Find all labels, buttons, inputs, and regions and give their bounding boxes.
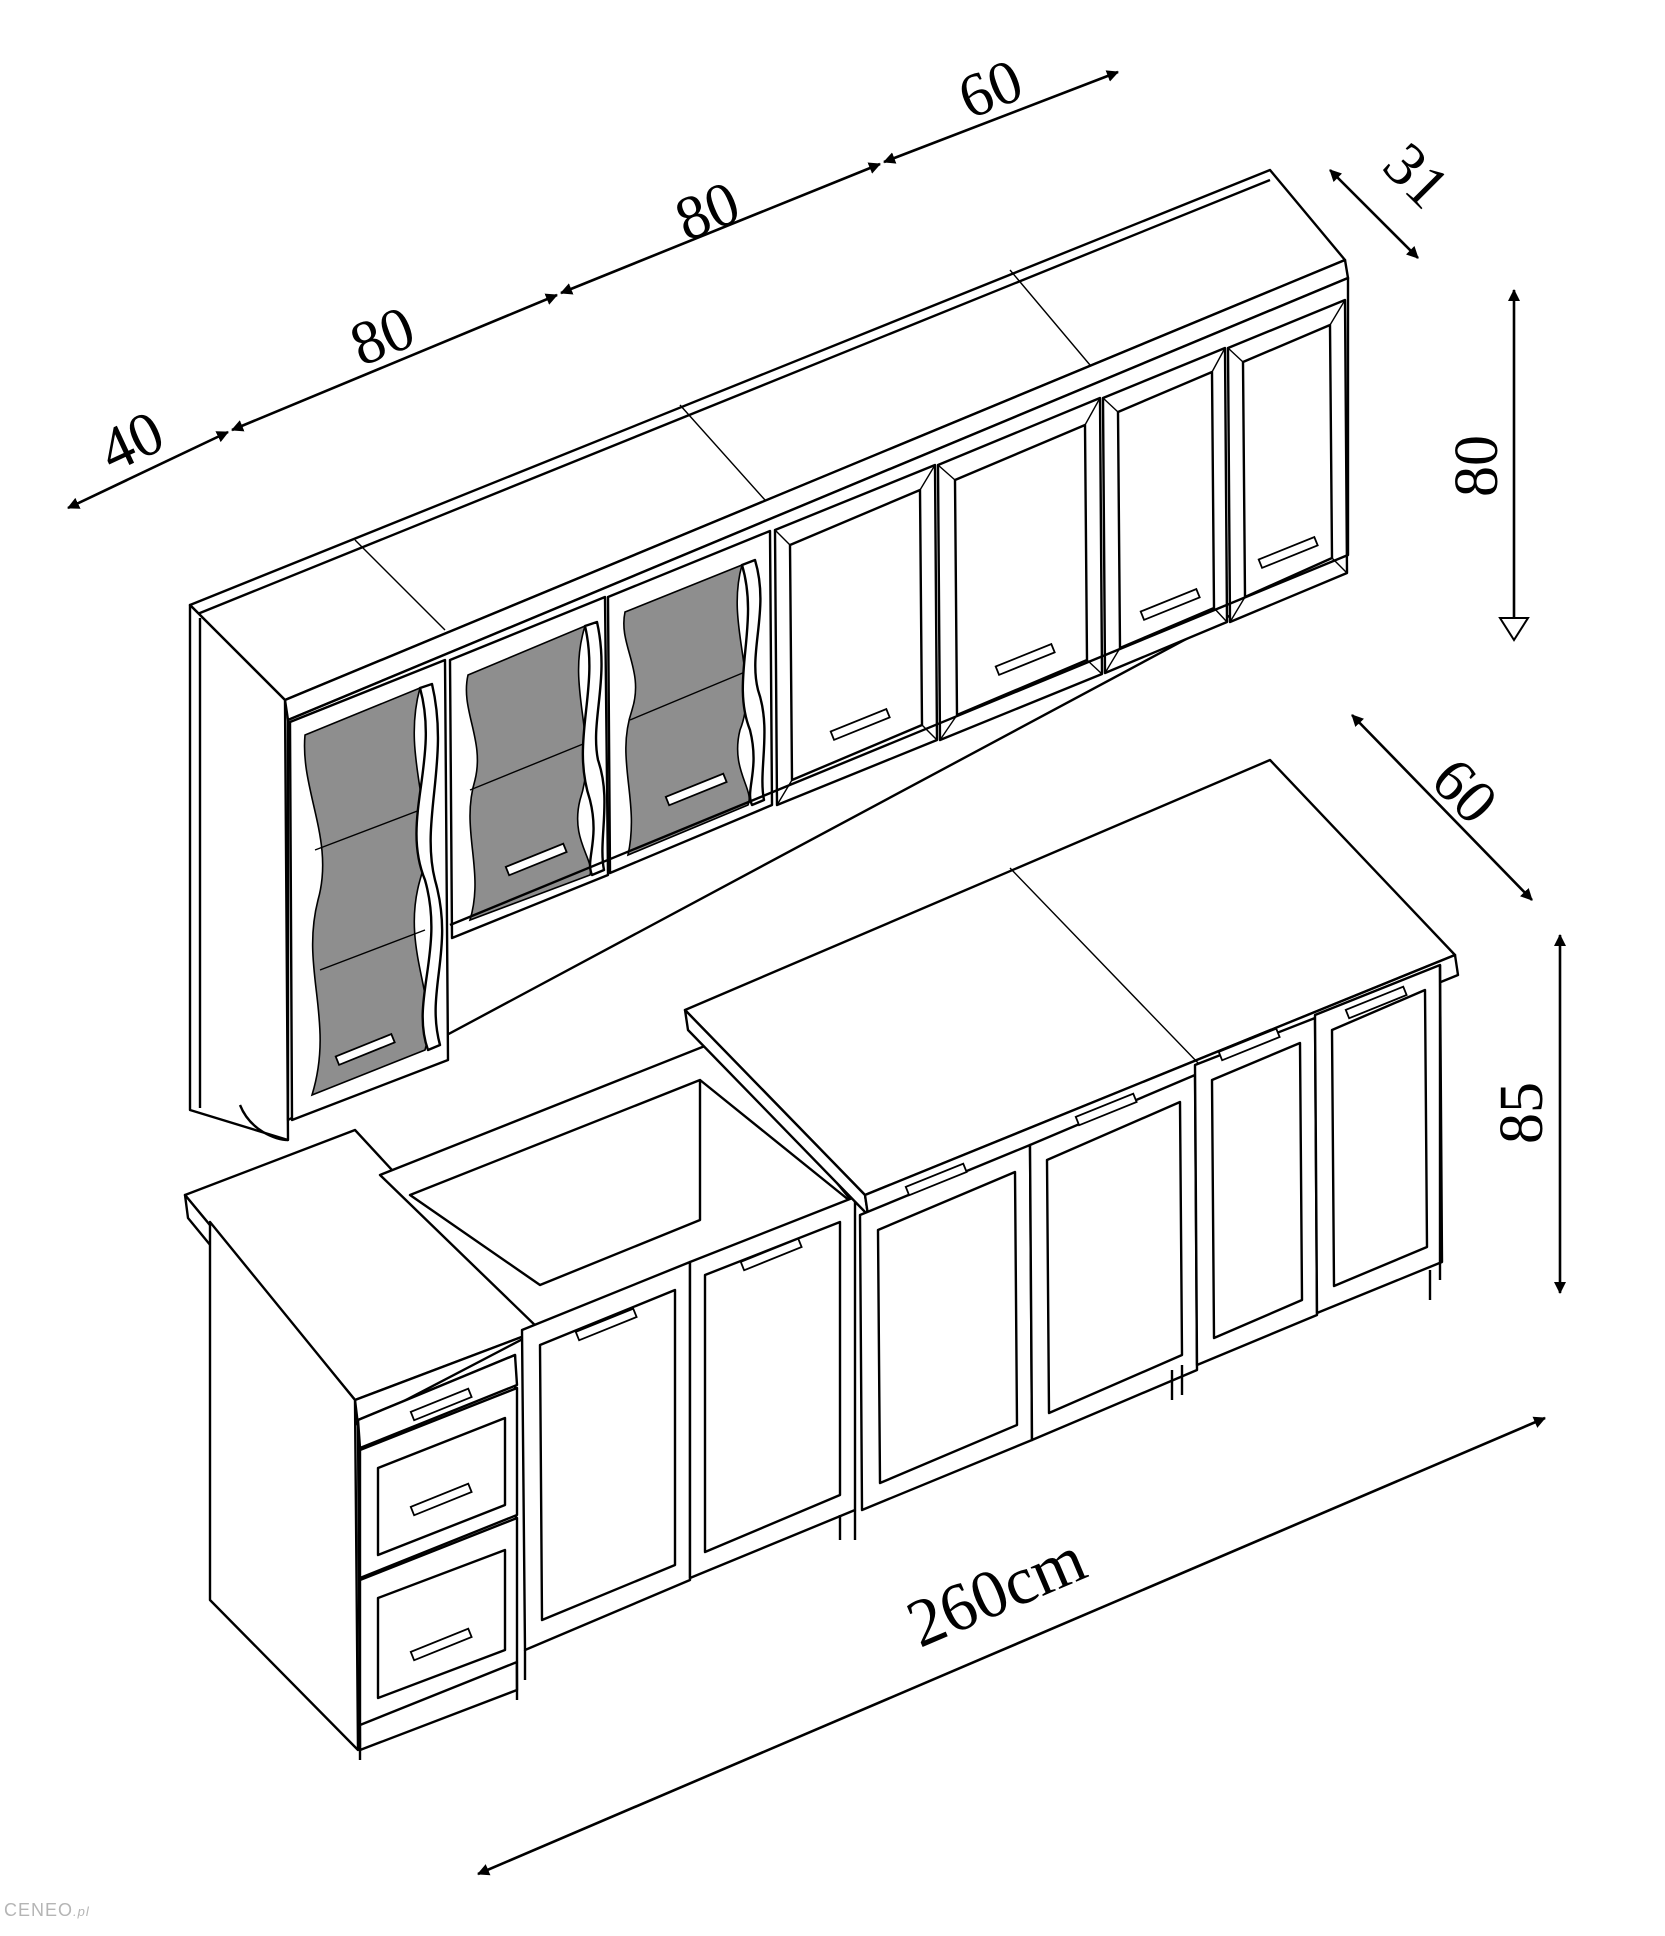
drawer-column <box>356 1353 519 1760</box>
drawer-1[interactable] <box>356 1353 519 1450</box>
lower-left-side-panel <box>208 1220 360 1752</box>
glass-door-2[interactable] <box>448 595 610 940</box>
label-260cm: 260cm <box>896 1520 1096 1662</box>
watermark-suffix: .pl <box>73 1904 90 1919</box>
label-60-depth: 60 <box>1418 745 1510 837</box>
glass-door-1[interactable] <box>288 658 450 1122</box>
label-80-b: 80 <box>666 168 749 254</box>
upper-door-4[interactable] <box>773 463 939 807</box>
ceneo-watermark: CENEO.pl <box>4 1900 90 1921</box>
label-31: 31 <box>1370 130 1462 222</box>
watermark-brand: CENEO <box>4 1900 74 1920</box>
dim-line-80-b <box>560 162 881 295</box>
glass-door-3[interactable] <box>606 529 774 875</box>
upper-cabinets <box>188 168 1350 1142</box>
upper-door-6[interactable] <box>1101 346 1229 675</box>
dim-line-40 <box>67 430 229 510</box>
dimension-lines <box>67 70 1566 1876</box>
dim-line-60-top <box>883 70 1119 164</box>
lower-door-5[interactable] <box>1193 1016 1319 1367</box>
dim-line-260 <box>477 1416 1546 1876</box>
lower-door-6[interactable] <box>1313 963 1444 1315</box>
open-arrow-head <box>1498 617 1530 642</box>
dim-line-31 <box>1329 169 1419 259</box>
lower-door-2[interactable] <box>688 1195 857 1580</box>
label-80-height: 80 <box>1443 435 1511 497</box>
label-60-top: 60 <box>949 46 1032 132</box>
label-40: 40 <box>89 398 174 486</box>
lower-door-1[interactable] <box>520 1260 692 1652</box>
label-80-a: 80 <box>341 293 424 379</box>
lower-door-4[interactable] <box>1028 1073 1199 1442</box>
upper-door-5[interactable] <box>936 396 1104 742</box>
dim-line-60-depth <box>1351 714 1533 901</box>
upper-door-7[interactable] <box>1226 298 1349 624</box>
label-85: 85 <box>1488 1082 1556 1144</box>
dim-line-80-a <box>231 293 558 432</box>
